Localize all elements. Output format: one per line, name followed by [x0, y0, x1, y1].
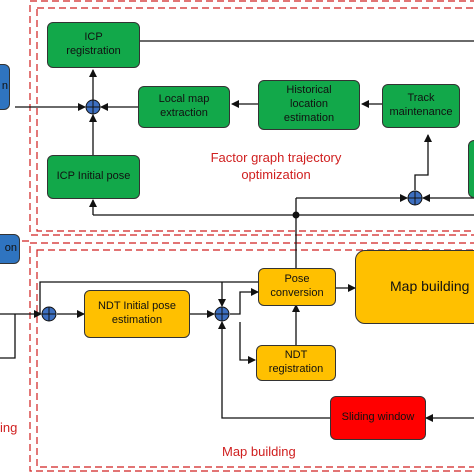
ndt-registration-box: NDT registration	[256, 345, 336, 381]
sum-junction-factor-right	[407, 190, 423, 206]
sliding-window-box: Sliding window	[330, 396, 426, 440]
sum-junction-ndt-left	[41, 306, 57, 322]
left-blue-box-top-label: n	[1, 80, 8, 93]
sum-junctions	[41, 99, 423, 322]
map-building-box: Map building	[355, 250, 474, 324]
branch-dot	[292, 211, 300, 219]
map-building-box-label: Map building	[390, 278, 470, 295]
sum-junction-ndt-right	[214, 306, 230, 322]
historical-location-estimation-box: Historical location estimation	[258, 80, 360, 130]
left-blue-box-top: n	[0, 64, 10, 110]
arrows	[0, 40, 474, 422]
sliding-window-label: Sliding window	[341, 411, 415, 424]
pose-conversion-box: Pose conversion	[258, 268, 336, 306]
left-blue-box-mid: on	[0, 234, 20, 264]
icp-registration-label: ICP registration	[66, 31, 121, 57]
map-building-region-inner	[36, 249, 474, 468]
pose-conversion-label: Pose conversion	[270, 273, 324, 299]
local-map-extraction-label: Local map extraction	[158, 93, 210, 119]
track-maintenance-box: Track maintenance	[382, 84, 460, 128]
sum-junction-icp	[85, 99, 101, 115]
ndt-registration-label: NDT registration	[268, 349, 324, 375]
map-building-caption: Map building	[222, 444, 296, 459]
factor-graph-region	[29, 0, 474, 236]
ndt-initial-pose-estimation-box: NDT Initial pose estimation	[84, 290, 190, 338]
icp-registration-box: ICP registration	[47, 22, 140, 68]
factor-graph-region-inner	[36, 7, 474, 232]
track-maintenance-label: Track maintenance	[389, 92, 453, 118]
historical-location-estimation-label: Historical location estimation	[283, 84, 335, 124]
local-map-extraction-box: Local map extraction	[138, 86, 230, 128]
map-building-region	[29, 242, 474, 472]
left-blue-box-mid-label: on	[4, 242, 17, 255]
left-fragment-caption: ing	[0, 420, 18, 435]
ndt-initial-pose-estimation-label: NDT Initial pose estimation	[97, 300, 177, 326]
factor-graph-caption: Factor graph trajectory optimization	[210, 150, 342, 182]
icp-initial-pose-label: ICP Initial pose	[56, 170, 131, 183]
icp-initial-pose-box: ICP Initial pose	[47, 155, 140, 199]
right-green-box-fragment	[468, 140, 474, 198]
